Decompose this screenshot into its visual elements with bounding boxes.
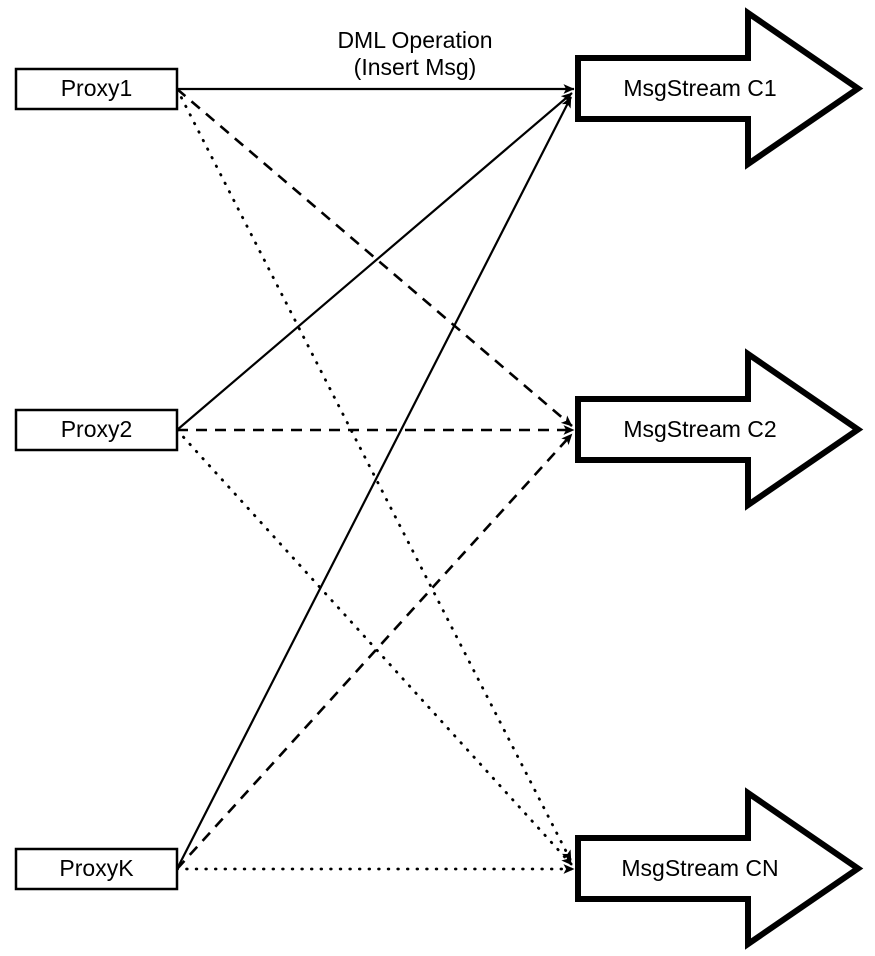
proxy-node-proxy2[interactable]: Proxy2 xyxy=(14,408,179,452)
proxy-node-proxyk[interactable]: ProxyK xyxy=(14,847,179,891)
link-layer xyxy=(175,84,576,874)
stream-c1-label: MsgStream C1 xyxy=(623,75,776,101)
link-proxy2-stream-cn xyxy=(175,428,574,867)
edge-label-dml-operation: DML Operation (Insert Msg) xyxy=(337,27,492,80)
proxy1-label: Proxy1 xyxy=(61,75,133,101)
edge-label-line2: (Insert Msg) xyxy=(354,54,477,80)
stream-c2-label: MsgStream C2 xyxy=(623,416,776,442)
proxy2-box[interactable] xyxy=(14,408,179,452)
stream-c2-arrow-shape[interactable] xyxy=(575,348,864,511)
edge-label-line1: DML Operation xyxy=(337,27,492,53)
stream-cn-label: MsgStream CN xyxy=(621,855,778,881)
stream-node-cn[interactable]: MsgStream CN xyxy=(575,787,864,950)
stream-node-c2[interactable]: MsgStream C2 xyxy=(575,348,864,511)
stream-c1-arrow-shape[interactable] xyxy=(575,7,864,170)
link-proxy1-stream-c2 xyxy=(176,88,573,427)
proxy-node-proxy1[interactable]: Proxy1 xyxy=(14,67,179,111)
link-proxyK-stream-c2 xyxy=(176,433,573,870)
link-proxy2-stream-c1 xyxy=(176,92,573,431)
stream-cn-arrow-shape[interactable] xyxy=(575,787,864,950)
link-proxyK-stream-c1 xyxy=(176,96,572,870)
proxyk-box[interactable] xyxy=(14,847,179,891)
proxyk-label: ProxyK xyxy=(59,855,134,881)
proxy1-box[interactable] xyxy=(14,67,179,111)
proxy2-label: Proxy2 xyxy=(61,416,133,442)
link-proxy1-stream-cn xyxy=(175,87,573,863)
stream-node-c1[interactable]: MsgStream C1 xyxy=(575,7,864,170)
